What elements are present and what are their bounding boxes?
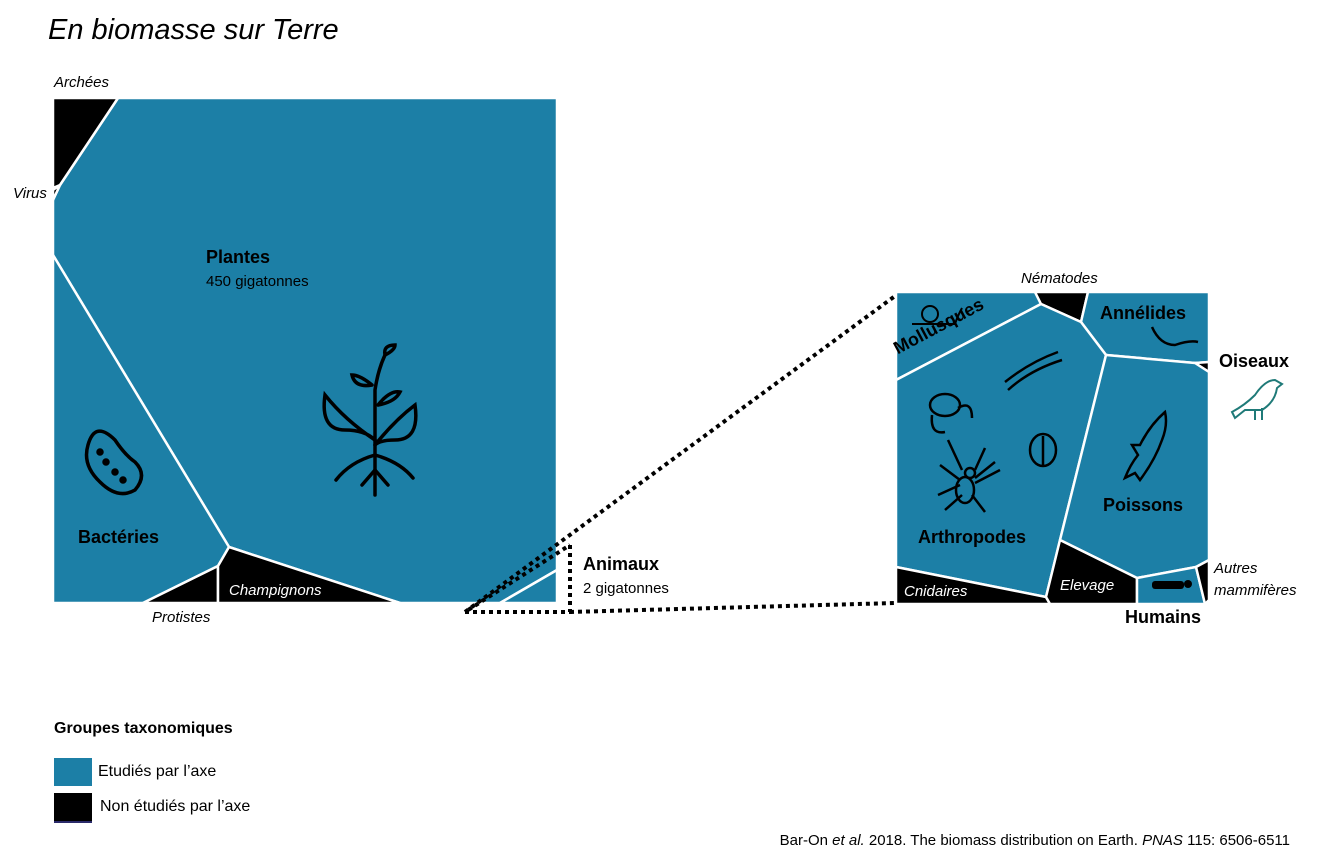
label-elevage: Elevage bbox=[1060, 577, 1115, 594]
label-cnidaires: Cnidaires bbox=[904, 583, 968, 600]
page-title: En biomasse sur Terre bbox=[48, 14, 339, 46]
legend-title: Groupes taxonomiques bbox=[54, 720, 233, 737]
label-champignons: Champignons bbox=[229, 582, 322, 599]
plant-icon bbox=[322, 343, 418, 497]
label-protistes: Protistes bbox=[152, 609, 211, 626]
label-nematodes: Nématodes bbox=[1021, 270, 1098, 287]
cell-autres-mammiferes bbox=[1194, 558, 1211, 606]
legend-swatch-not-studied bbox=[54, 793, 92, 823]
label-archees: Archées bbox=[54, 74, 110, 91]
label-autres-mammiferes-1: Autres bbox=[1214, 560, 1258, 577]
fish-icon bbox=[1122, 409, 1168, 483]
label-animaux-value: 2 gigatonnes bbox=[583, 580, 669, 597]
bird-icon bbox=[1230, 378, 1284, 420]
caterpillar-icon bbox=[1004, 350, 1063, 391]
cell-virus bbox=[51, 183, 62, 202]
legend-label-studied: Etudiés par l’axe bbox=[98, 763, 217, 780]
label-plantes: Plantes bbox=[206, 247, 271, 267]
cell-elevage bbox=[1044, 538, 1139, 606]
spider-icon bbox=[937, 439, 1001, 513]
label-autres-mammiferes-2: mammifères bbox=[1214, 582, 1297, 599]
legend-label-not-studied: Non étudiés par l’axe bbox=[100, 798, 251, 815]
crab-icon bbox=[928, 392, 974, 434]
label-humains: Humains bbox=[1125, 607, 1202, 627]
citation-text: 2018. The biomass distribution on Earth. bbox=[864, 832, 1143, 849]
snail-icon bbox=[912, 305, 963, 325]
label-plantes-value: 450 gigatonnes bbox=[206, 273, 309, 290]
citation-journal: PNAS bbox=[1142, 832, 1183, 849]
label-oiseaux: Oiseaux bbox=[1219, 351, 1290, 371]
human-icon bbox=[1152, 580, 1192, 589]
bacteria-icon bbox=[84, 429, 144, 496]
citation: Bar-On et al. 2018. The biomass distribu… bbox=[780, 832, 1290, 849]
cell-animaux bbox=[498, 568, 559, 605]
worm-icon bbox=[1150, 326, 1199, 347]
zoom-connector bbox=[458, 294, 897, 614]
citation-authors: Bar-On bbox=[779, 832, 828, 849]
label-animaux: Animaux bbox=[583, 554, 660, 574]
legend-swatch-studied bbox=[54, 758, 92, 786]
citation-etal: et al. bbox=[832, 832, 865, 849]
label-annelides: Annélides bbox=[1100, 303, 1187, 323]
label-bacteries: Bactéries bbox=[78, 527, 160, 547]
label-arthropodes: Arthropodes bbox=[918, 527, 1026, 547]
label-poissons: Poissons bbox=[1103, 495, 1184, 515]
citation-ref: 115: 6506-6511 bbox=[1182, 832, 1290, 849]
beetle-icon bbox=[1028, 432, 1058, 468]
cell-champignons bbox=[216, 545, 402, 605]
label-virus: Virus bbox=[13, 185, 47, 202]
